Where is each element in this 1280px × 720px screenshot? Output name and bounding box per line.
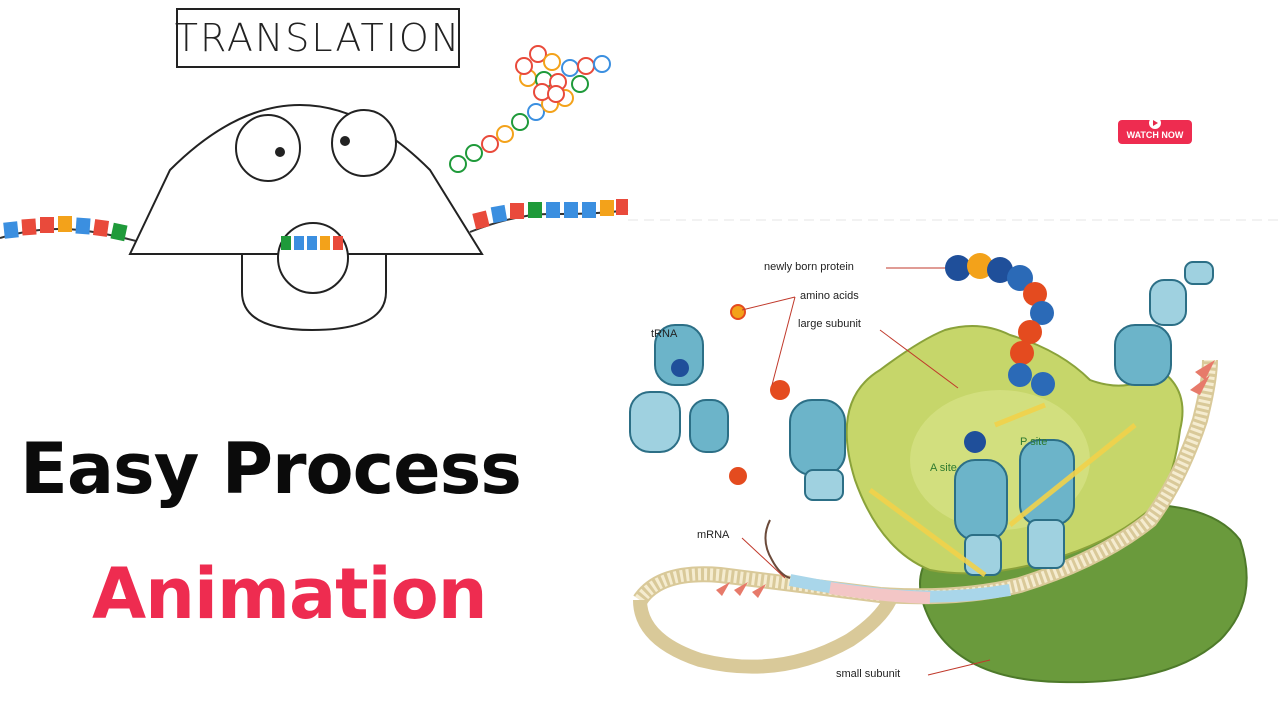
trna-incoming bbox=[629, 304, 747, 485]
trna-molecules bbox=[629, 261, 1214, 576]
label-amino-acids: amino acids bbox=[800, 290, 859, 302]
watch-now-label: WATCH NOW bbox=[1126, 130, 1184, 140]
label-leaders bbox=[741, 267, 991, 676]
label-newly-born-protein: newly born protein bbox=[764, 261, 854, 273]
trna-a-site bbox=[954, 459, 1008, 576]
subheadline: Animation bbox=[92, 553, 488, 635]
cartoon-mrna-left bbox=[0, 216, 141, 243]
cartoon-mouth bbox=[277, 222, 349, 294]
label-p-site: P site bbox=[1020, 436, 1048, 448]
cartoon-eyes bbox=[235, 109, 397, 182]
label-small-subunit: small subunit bbox=[836, 668, 901, 680]
cartoon-title: TRANSLATION bbox=[175, 8, 460, 68]
movement-arrows bbox=[868, 402, 1137, 578]
mrna-strand bbox=[633, 359, 1218, 674]
label-mrna: mRNA bbox=[697, 529, 730, 541]
headline: Easy Process bbox=[20, 428, 522, 510]
trna-p-site bbox=[964, 431, 1075, 569]
watch-now-button[interactable]: WATCH NOW bbox=[1118, 117, 1192, 144]
cartoon-protein-chain bbox=[449, 45, 611, 173]
cartoon-mrna-right bbox=[469, 199, 629, 233]
newly-born-protein-chain bbox=[945, 253, 1055, 396]
label-trna: tRNA bbox=[651, 328, 678, 340]
play-icon bbox=[1149, 117, 1161, 129]
trna-exiting bbox=[1114, 261, 1214, 386]
trna-entering-a-site bbox=[770, 380, 846, 501]
label-a-site: A site bbox=[930, 462, 957, 474]
label-large-subunit: large subunit bbox=[798, 318, 861, 330]
